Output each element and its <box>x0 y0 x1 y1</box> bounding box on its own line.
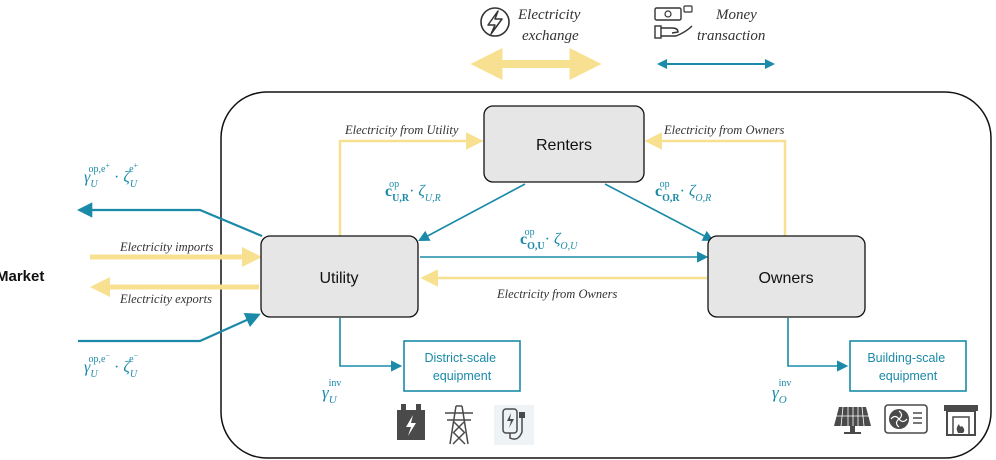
electricity-flows <box>90 132 787 297</box>
svg-text:Building-scale equipment: Building-scale equipment <box>867 351 948 383</box>
legend-money-line1: Money <box>715 7 757 23</box>
solar-panel-icon <box>834 406 871 434</box>
heat-pump-icon <box>884 404 928 434</box>
owners-label: Owners <box>758 270 813 287</box>
money-transaction-label: Money transaction <box>697 7 765 44</box>
building-equipment-line1: Building-scale <box>867 351 945 365</box>
community-boundary <box>220 91 992 459</box>
renters-node: Renters <box>483 105 645 183</box>
electricity-from-owners-top-arrow <box>644 132 787 237</box>
building-equipment-box: Building-scale equipment <box>849 340 967 392</box>
building-equipment-line2: equipment <box>879 369 938 383</box>
market-import-cost-formula: γUop,e− · ζUe− <box>84 351 139 380</box>
market-label: Market <box>0 268 44 285</box>
electricity-from-utility-arrow <box>338 132 484 237</box>
utility-to-owners-formula: cO,Uop · ζO,U <box>520 227 578 252</box>
ev-charger-icon <box>494 405 534 445</box>
utility-investment-formula: γUinv <box>322 378 341 406</box>
money-to-market-arrow <box>76 202 263 238</box>
battery-icon <box>397 404 425 440</box>
renters-to-owners-formula: cO,Rop · ζO,R <box>655 179 711 204</box>
transmission-tower-icon <box>445 405 473 445</box>
electricity-imports-label: Electricity imports <box>119 240 214 254</box>
renters-label: Renters <box>536 137 592 154</box>
money-renters-to-utility-arrow <box>418 183 526 242</box>
money-flows <box>76 183 849 372</box>
money-utility-to-district-arrow <box>339 318 403 372</box>
district-equipment-box: District-scale equipment <box>403 340 521 392</box>
owners-node: Owners <box>707 235 866 318</box>
electricity-from-utility-label: Electricity from Utility <box>344 123 459 137</box>
money-from-market-arrow <box>78 313 261 343</box>
market-export-revenue-formula: γUop,e+ · ζUe+ <box>84 161 139 190</box>
district-equipment-line2: equipment <box>433 369 492 383</box>
electricity-exports-label: Electricity exports <box>119 292 212 306</box>
legend-money-line2: transaction <box>697 28 765 44</box>
legend-electricity-line2: exchange <box>522 28 579 44</box>
money-renters-to-owners-arrow <box>604 183 714 242</box>
renters-to-utility-formula: cU,Rop · ζU,R <box>385 179 441 204</box>
electricity-exchange-label: Electricity exchange <box>517 7 584 44</box>
utility-node: Utility <box>260 235 419 318</box>
utility-label: Utility <box>319 270 358 287</box>
lightning-icon <box>480 7 510 37</box>
legend-electricity-line1: Electricity <box>517 7 581 23</box>
svg-text:District-scale equipment: District-scale equipment <box>424 351 499 383</box>
money-owners-to-building-arrow <box>787 318 849 372</box>
owners-investment-formula: γOinv <box>772 378 791 406</box>
money-hand-icon <box>654 5 693 39</box>
electricity-from-owners-top-label: Electricity from Owners <box>663 123 784 137</box>
fireplace-icon <box>944 405 978 436</box>
legend: Electricity exchange Money transaction <box>470 5 775 80</box>
district-equipment-line1: District-scale <box>424 351 496 365</box>
electricity-from-owners-bottom-label: Electricity from Owners <box>496 287 617 301</box>
